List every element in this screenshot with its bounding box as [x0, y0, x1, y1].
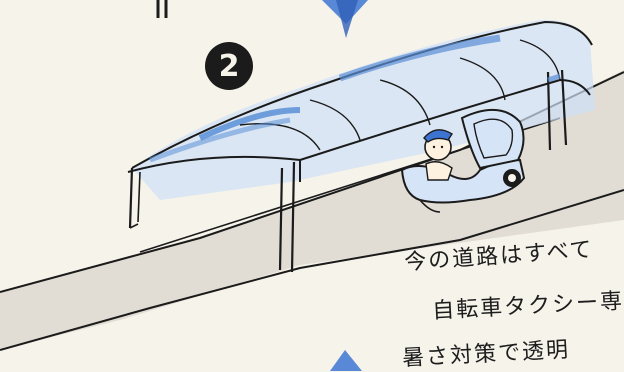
transparent-canopy — [127, 19, 595, 273]
arrow-stroke-top-left — [156, 0, 168, 18]
blue-arrow-top-icon — [322, 0, 368, 38]
step-number-badge: 2 — [205, 42, 253, 90]
blue-arrow-bottom-icon — [330, 350, 362, 371]
bicycle-taxi — [400, 108, 526, 213]
